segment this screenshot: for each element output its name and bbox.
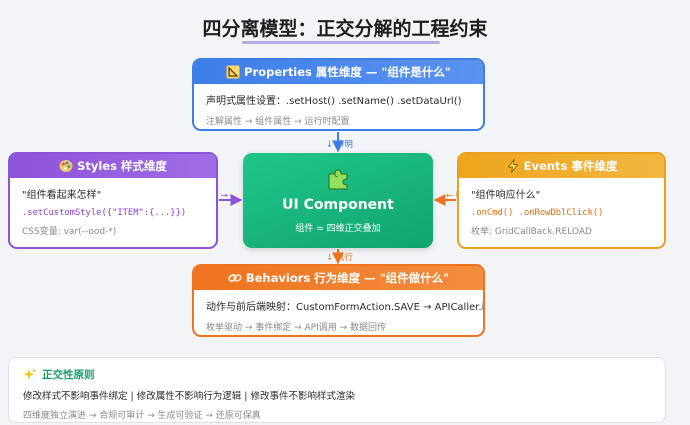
properties-card: Properties 属性维度 — "组件是什么" 声明式属性设置：.setHo… <box>192 58 485 131</box>
arrow-label-declare: ↓ 声明 <box>326 140 353 150</box>
styles-card: Styles 样式维度 "组件看起来怎样" .setCustomStyle({"… <box>8 152 218 249</box>
page-title: 四分离模型：正交分解的工程约束 <box>202 18 488 40</box>
styles-line1: "组件看起来怎样" <box>22 190 102 201</box>
principle-title: 正交性原则 <box>42 369 95 381</box>
arrow-label-execute: ↓ 执行 <box>326 253 353 263</box>
principle-line2: 四维度独立演进 → 合规可审计 → 生成可验证 → 还原可保真 <box>23 411 261 421</box>
behaviors-line2: 枚举驱动 → 事件绑定 → API调用 → 数据回传 <box>206 323 387 333</box>
styles-line2: .setCustomStyle({"ITEM":{...}}) <box>22 208 187 218</box>
component-name: UI Component <box>282 197 394 213</box>
styles-header: Styles 样式维度 <box>10 154 216 178</box>
properties-header: Properties 属性维度 — "组件是什么" <box>194 60 483 84</box>
events-line1: "组件响应什么" <box>471 190 541 201</box>
events-line3: 枚举: GridCallBack.RELOAD <box>471 227 592 237</box>
properties-line1: 声明式属性设置：.setHost() .setName() .setDataUr… <box>206 96 462 107</box>
orthogonality-principle-box: 正交性原则 修改样式不影响事件绑定 | 修改属性不影响行为逻辑 | 修改事件不影… <box>8 357 666 423</box>
ui-component-box: UI Component 组件 = 四维正交叠加 <box>243 153 433 248</box>
properties-line2: 注解属性 → 组件属性 → 运行时配置 <box>206 117 350 127</box>
behaviors-title: Behaviors 行为维度 — "组件做什么" <box>245 271 450 285</box>
properties-title: Properties 属性维度 — "组件是什么" <box>244 65 451 79</box>
events-card: Events 事件维度 "组件响应什么" .onCmd() .onRowDblC… <box>457 152 666 249</box>
ruler-triangle-icon <box>226 65 240 79</box>
principle-header: 正交性原则 <box>23 367 651 382</box>
styles-line3: CSS变量: var(--ood-*) <box>22 227 117 237</box>
styles-title: Styles 样式维度 <box>77 159 167 173</box>
behaviors-line1: 动作与前后端映射：CustomFormAction.SAVE → APICall… <box>206 302 485 313</box>
behaviors-header: Behaviors 行为维度 — "组件做什么" <box>194 266 483 290</box>
behaviors-card: Behaviors 行为维度 — "组件做什么" 动作与前后端映射：Custom… <box>192 264 485 337</box>
puzzle-icon <box>328 169 348 190</box>
events-header: Events 事件维度 <box>459 154 664 178</box>
title-underline <box>242 41 440 44</box>
events-title: Events 事件维度 <box>523 159 618 173</box>
palette-icon <box>59 160 73 172</box>
component-subtitle: 组件 = 四维正交叠加 <box>295 224 381 234</box>
lightning-icon <box>507 159 518 173</box>
sparkle-icon <box>23 368 37 380</box>
principle-line1: 修改样式不影响事件绑定 | 修改属性不影响行为逻辑 | 修改事件不影响样式渲染 <box>23 391 355 402</box>
events-line2: .onCmd() .onRowDblClick() <box>471 208 604 218</box>
link-icon <box>228 274 242 282</box>
